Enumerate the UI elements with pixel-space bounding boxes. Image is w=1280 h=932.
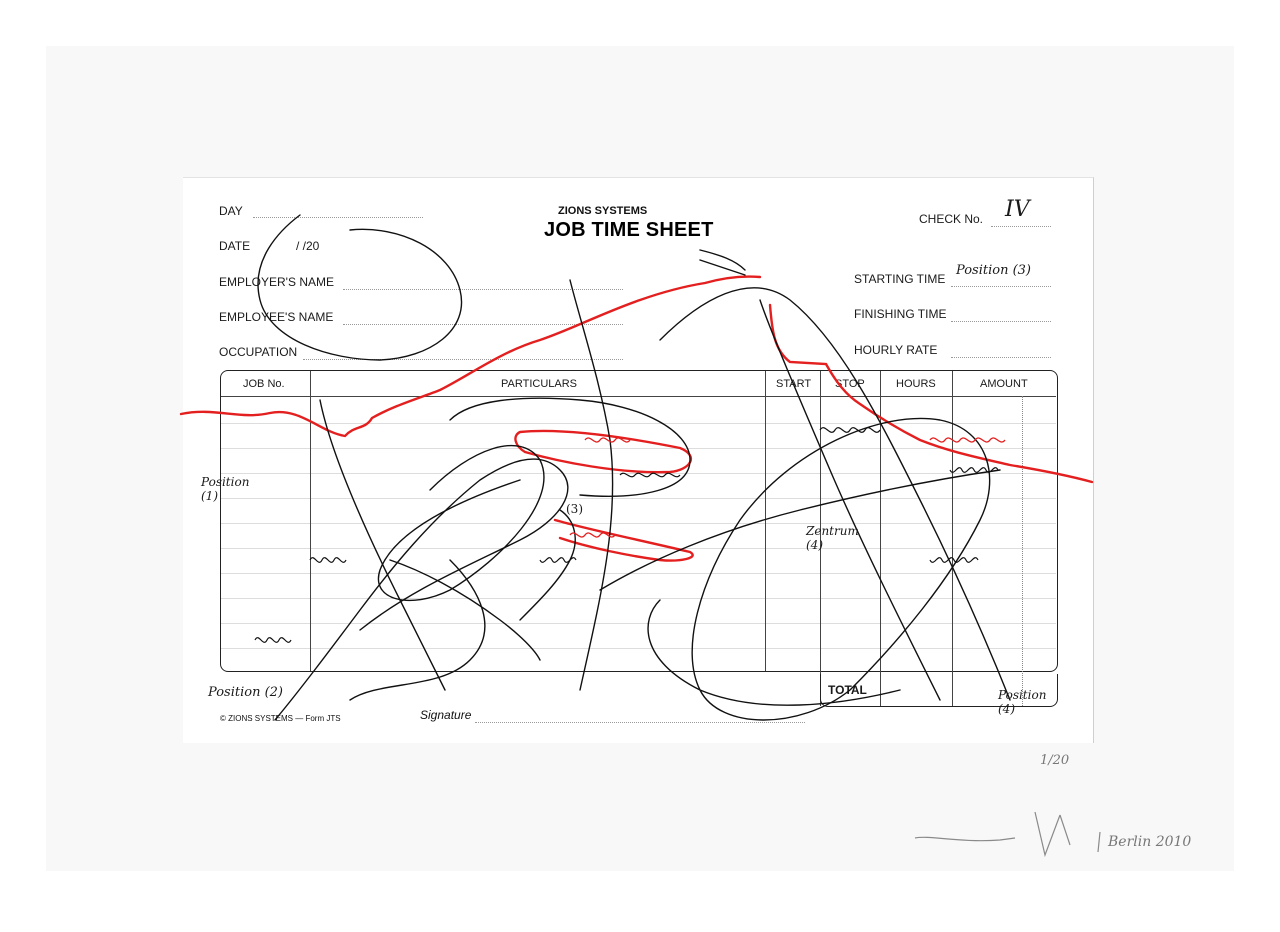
field-date: DATE bbox=[219, 239, 251, 253]
check-number-line bbox=[991, 226, 1051, 227]
field-starting-time: STARTING TIME bbox=[854, 272, 946, 286]
table-row-line bbox=[221, 598, 1056, 599]
table-col-divider bbox=[820, 371, 821, 706]
field-employee: EMPLOYEE'S NAME bbox=[219, 310, 334, 324]
signature-label: Signature bbox=[420, 708, 472, 722]
total-box bbox=[820, 674, 1058, 707]
col-header-job-no: JOB No. bbox=[243, 378, 285, 390]
annotation-center: Zentrum (4) bbox=[806, 524, 859, 552]
table-row-line bbox=[221, 548, 1056, 549]
col-header-amount: AMOUNT bbox=[980, 378, 1028, 390]
signature-city-year: Berlin 2010 bbox=[1108, 834, 1192, 850]
table-header-rule bbox=[221, 396, 1056, 397]
table-row-line bbox=[221, 648, 1056, 649]
field-day-line bbox=[253, 217, 423, 218]
job-time-sheet-form: ZIONS SYSTEMS JOB TIME SHEET CHECK No. I… bbox=[183, 177, 1094, 743]
annotation-bottom-right-position: Position (4) bbox=[998, 688, 1047, 716]
field-occupation-line bbox=[303, 359, 623, 360]
field-date-template: / /20 bbox=[296, 239, 320, 253]
field-employer: EMPLOYER'S NAME bbox=[219, 275, 334, 289]
table-row-line bbox=[221, 423, 1056, 424]
table-row-line bbox=[221, 623, 1056, 624]
field-occupation: OCCUPATION bbox=[219, 345, 298, 359]
signature-line bbox=[475, 722, 805, 723]
form-brand: ZIONS SYSTEMS bbox=[558, 205, 648, 217]
field-day: DAY bbox=[219, 204, 243, 218]
total-label: TOTAL bbox=[828, 683, 867, 697]
handwriting-squiggles bbox=[254, 427, 999, 643]
field-starting-time-line bbox=[951, 286, 1051, 287]
check-number-label: CHECK No. bbox=[919, 212, 984, 226]
check-number-value: IV bbox=[1005, 197, 1030, 222]
form-title: JOB TIME SHEET bbox=[544, 219, 714, 241]
table-col-divider bbox=[765, 371, 766, 671]
table-cents-divider bbox=[1022, 396, 1023, 706]
field-hourly-rate: HOURLY RATE bbox=[854, 343, 938, 357]
col-header-hours: HOURS bbox=[896, 378, 936, 390]
table-row-line bbox=[221, 573, 1056, 574]
form-footer: © ZIONS SYSTEMS — Form JTS bbox=[220, 714, 341, 723]
table-row-line bbox=[221, 523, 1056, 524]
annotation-left-position: Position (1) bbox=[201, 475, 250, 503]
table-col-divider bbox=[952, 371, 953, 706]
red-marker-strokes bbox=[179, 275, 1094, 562]
field-employer-line bbox=[343, 289, 623, 290]
annotation-mid-marker: (3) bbox=[566, 502, 583, 516]
table-col-divider bbox=[880, 371, 881, 706]
table-row-line bbox=[221, 498, 1056, 499]
field-hourly-rate-line bbox=[951, 357, 1051, 358]
col-header-particulars: PARTICULARS bbox=[501, 378, 578, 390]
field-employee-line bbox=[343, 324, 623, 325]
red-handwriting-squiggles bbox=[569, 437, 1006, 538]
annotation-bottom-left-position: Position (2) bbox=[208, 685, 284, 700]
edition-number: 1/20 bbox=[1040, 753, 1070, 768]
field-finishing-time: FINISHING TIME bbox=[854, 307, 947, 321]
table-row-line bbox=[221, 448, 1056, 449]
annotation-starting-position: Position (3) bbox=[956, 263, 1032, 278]
pencil-signature-marks bbox=[914, 811, 1101, 858]
table-col-divider bbox=[310, 371, 311, 671]
field-finishing-time-line bbox=[951, 321, 1051, 322]
black-pen-strokes bbox=[257, 214, 1011, 721]
job-table bbox=[220, 370, 1058, 672]
